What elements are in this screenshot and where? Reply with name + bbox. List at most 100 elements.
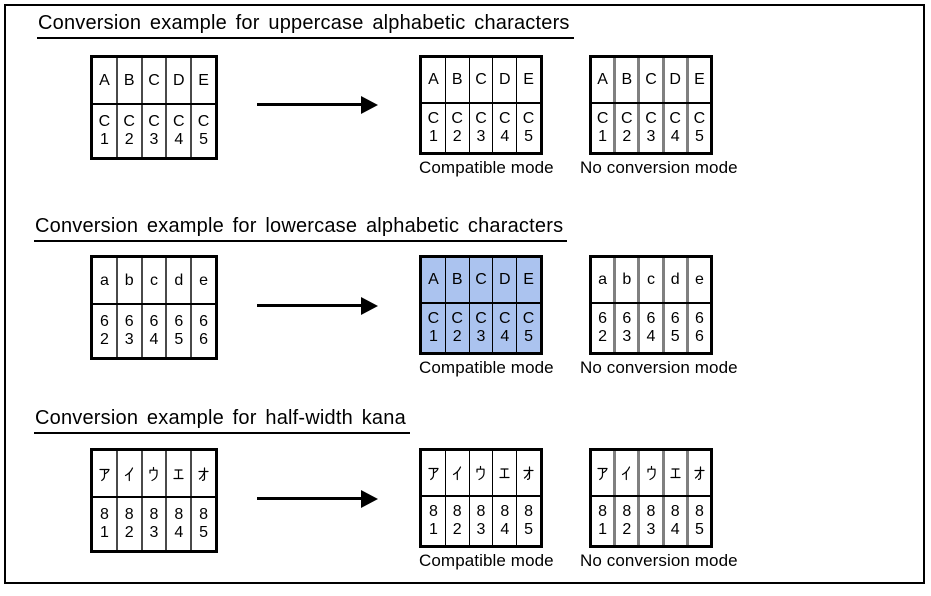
arrow-shaft: [257, 497, 361, 500]
cell-text: 6: [598, 310, 608, 327]
table-cell: B: [616, 58, 641, 102]
cell-text: 6: [694, 328, 704, 345]
cell-text: E: [694, 71, 705, 88]
cell-text: a: [598, 271, 608, 288]
table-cell: D: [493, 58, 518, 102]
table-cell: [118, 451, 143, 496]
cell-text: c: [647, 271, 655, 288]
table-cell: d: [665, 258, 689, 302]
cell-text: 4: [670, 128, 680, 145]
cell-text: d: [174, 271, 184, 289]
table-cell: C: [640, 58, 665, 102]
cell-text: C: [451, 310, 463, 327]
cell-text: C: [148, 113, 160, 130]
cell-text: 3: [124, 331, 134, 348]
cell-text: 8: [199, 506, 209, 523]
cell-text: 6: [199, 313, 209, 330]
cell-text: 2: [452, 521, 462, 538]
compatible-mode-label: Compatible mode: [419, 358, 554, 377]
cell-text: C: [427, 310, 440, 327]
cell-text: 2: [99, 331, 109, 348]
cell-text: C: [173, 113, 185, 130]
cell-text: 3: [622, 328, 632, 345]
cell-text: C: [148, 71, 160, 89]
cell-text: E: [523, 271, 534, 288]
cell-text: 4: [646, 328, 656, 345]
table-cell: c: [640, 258, 665, 302]
cell-text: 6: [646, 310, 656, 327]
table-cell: c: [143, 258, 168, 303]
character-row: [592, 451, 710, 497]
cell-text: A: [99, 71, 110, 89]
cell-text: 3: [646, 521, 656, 538]
cell-text: 6: [99, 313, 109, 330]
cell-text: 8: [149, 506, 159, 523]
cell-text: d: [670, 271, 680, 288]
cell-text: 5: [524, 128, 534, 145]
cell-text: 2: [452, 328, 462, 345]
kana-glyph: [645, 464, 658, 482]
table-cell: [665, 451, 689, 495]
cell-text: C: [475, 310, 487, 327]
table-cell: e: [192, 258, 215, 303]
table-cell: [592, 451, 617, 495]
kana-glyph: [596, 464, 609, 482]
cell-text: 4: [500, 128, 510, 145]
cell-text: C: [197, 113, 210, 130]
no-conversion-mode-label: No conversion mode: [580, 551, 738, 570]
kana-glyph: [197, 465, 210, 483]
table-cell: [470, 451, 494, 495]
kana-glyph: [98, 465, 111, 483]
cell-text: B: [451, 271, 463, 288]
table-cell: E: [517, 58, 540, 102]
cell-text: C: [451, 110, 463, 127]
table-cell: [192, 451, 215, 496]
table-cell: D: [167, 58, 193, 103]
table-cell: C: [143, 58, 168, 103]
arrow-head-icon: [361, 96, 378, 114]
table-cell: A: [93, 58, 118, 103]
compatible-mode-label: Compatible mode: [419, 551, 554, 570]
cell-text: 5: [199, 131, 209, 148]
cell-text: C: [499, 110, 511, 127]
cell-text: 5: [694, 521, 704, 538]
cell-text: 6: [622, 310, 632, 327]
cell-text: 6: [174, 313, 184, 330]
table-cell: [517, 451, 540, 495]
cell-text: C: [475, 110, 487, 127]
diagram-border: [4, 4, 925, 584]
table-cell: [446, 451, 470, 495]
kana-glyph: [123, 465, 136, 483]
arrow-head-icon: [361, 297, 378, 315]
table-cell: [616, 451, 641, 495]
cell-text: 1: [598, 128, 608, 145]
table-cell: B: [446, 58, 470, 102]
cell-text: 8: [598, 503, 608, 520]
cell-text: 8: [500, 503, 510, 520]
table-cell: [143, 451, 168, 496]
